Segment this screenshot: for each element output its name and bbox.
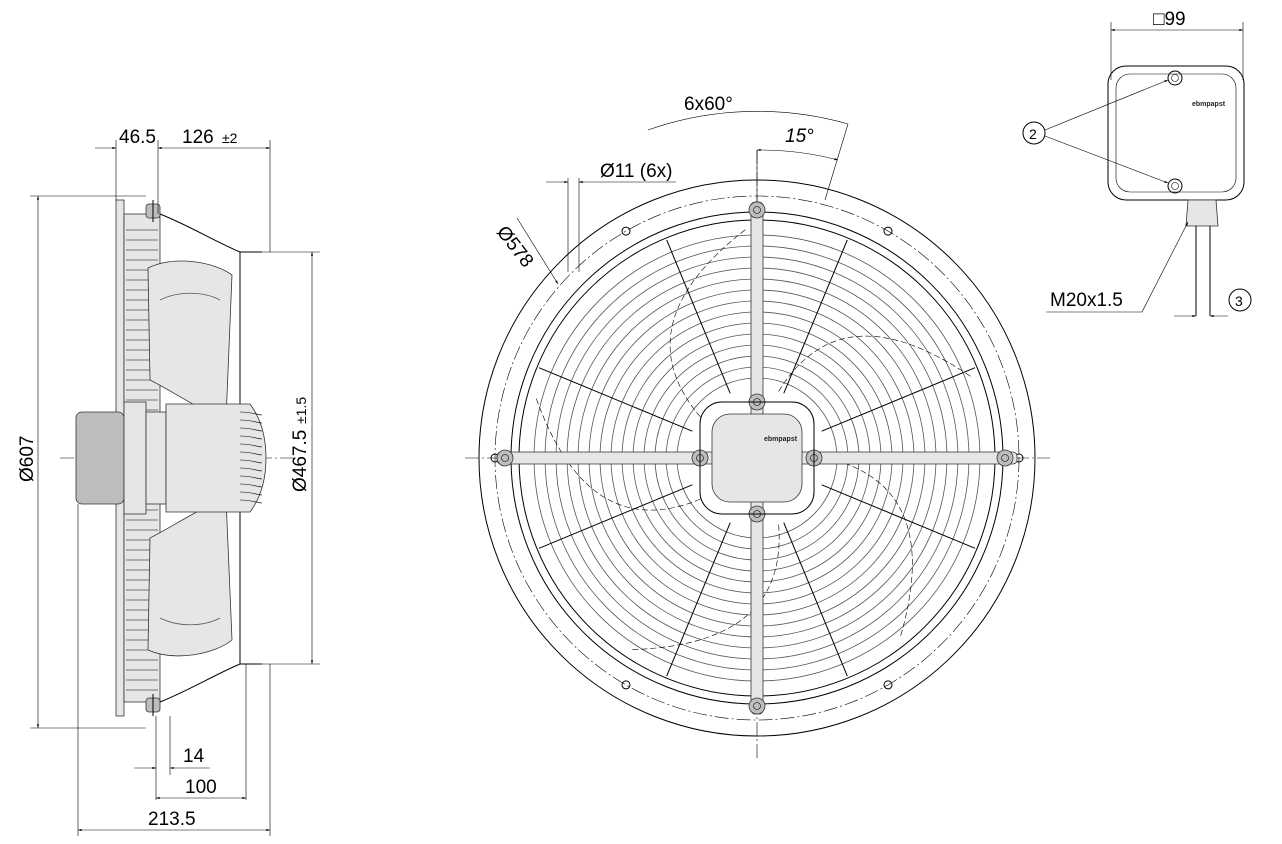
mounting-hole: [883, 226, 893, 236]
dim-holes: Ø11 (6x): [600, 161, 673, 182]
blade-edge: [669, 227, 748, 418]
dim-depth: 126: [182, 127, 214, 148]
spoke: [821, 484, 976, 549]
dim-flange-offset: 46.5: [119, 127, 156, 148]
terminal-box: [1107, 65, 1245, 201]
hub-brand-label: ebmpapst: [764, 436, 798, 443]
spoke: [821, 367, 976, 432]
spoke: [538, 367, 693, 432]
strut-bolt: [748, 201, 766, 219]
dim-inner-tol: ±1.5: [293, 397, 309, 424]
strut-bolt: [996, 449, 1014, 467]
strut-bolt: [496, 449, 514, 467]
front-view: ebmpapst 6x60° 15° Ø11 (6x) Ø578: [465, 94, 1050, 760]
dim-inner-diameter: Ø467.5: [290, 430, 311, 492]
spoke: [666, 239, 731, 394]
dim-total: 213.5: [148, 809, 196, 830]
strut-bolt: [748, 697, 766, 715]
dim-depth-tol: ±2: [222, 130, 238, 146]
blade-edge: [629, 524, 780, 650]
gland-thread-label: M20x1.5: [1050, 290, 1123, 311]
callout-3: 3: [1235, 293, 1243, 309]
dim-100: 100: [185, 777, 217, 798]
dim-angle-pitch: 6x60°: [684, 94, 733, 115]
cable-gland: [1185, 199, 1219, 227]
dim-outer-diameter: Ø607: [17, 436, 38, 482]
guard-spokes: [538, 239, 976, 677]
mounting-hole: [621, 226, 631, 236]
callout-3-marker: [1228, 288, 1252, 312]
blade-edge: [826, 457, 913, 639]
mounting-hole: [621, 680, 631, 690]
dim-14: 14: [183, 746, 205, 767]
blade-edge: [778, 335, 973, 392]
spoke: [783, 239, 848, 394]
blade-edge: [535, 396, 701, 511]
terminal-box-view: □99 ebmpapst 2 M20x1.5 3: [1022, 9, 1252, 318]
spoke: [538, 484, 693, 549]
callout-2-marker: [1022, 121, 1046, 145]
spoke: [666, 522, 731, 677]
side-view: 46.5 126 ±2 Ø607 Ø467.5 ±1.5 14 100 213.…: [17, 127, 320, 836]
spoke: [783, 522, 848, 677]
fan-blades: [535, 227, 973, 650]
mounting-hole: [883, 680, 893, 690]
dim-angle-offset: 15°: [785, 126, 814, 147]
callout-2: 2: [1029, 126, 1037, 142]
box-brand-label: ebmpapst: [1192, 101, 1226, 108]
dim-box: □99: [1153, 9, 1186, 30]
rotor-fins: [239, 411, 263, 504]
dim-bolt-circle: Ø578: [492, 222, 537, 272]
